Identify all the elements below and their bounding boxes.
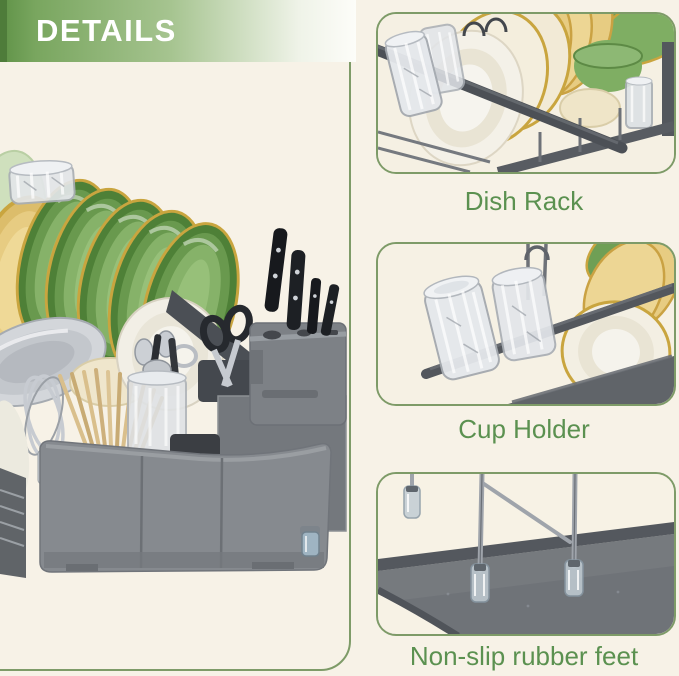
header-edge-stripe (0, 0, 7, 62)
drainboard (378, 522, 674, 634)
green-bowl (573, 40, 643, 92)
glass-cup (625, 76, 653, 129)
cup-holder-closeup-photo (378, 244, 674, 404)
wire-legs (477, 474, 578, 573)
detail-card-cup-holder (376, 242, 676, 406)
rubber-feet (403, 474, 584, 603)
rubber-feet-label: Non-slip rubber feet (409, 641, 639, 671)
rack-corner-post (662, 42, 674, 136)
inverted-glasses (423, 266, 557, 381)
knife-block (249, 322, 347, 426)
glasses (384, 23, 466, 118)
detail-card-dish-rack (376, 12, 676, 174)
utensil-caddy (39, 440, 332, 573)
page-title: DETAILS (36, 13, 177, 48)
dish-rack-product-photo (0, 149, 347, 578)
detail-card-rubber-feet (376, 472, 676, 636)
drainboard-edge (0, 400, 30, 578)
rubber-feet-closeup-photo (378, 474, 674, 634)
caddy-rubber-foot (300, 526, 320, 557)
rack-wires (378, 17, 674, 172)
kitchen-knives (264, 228, 340, 336)
drinking-glass (8, 159, 76, 205)
dish-rack-label: Dish Rack (464, 186, 584, 216)
dish-rack-closeup-photo (378, 14, 674, 172)
cutlery-cup (127, 330, 198, 453)
scissors (199, 304, 253, 388)
cup-holder-label: Cup Holder (458, 414, 590, 444)
details-header: DETAILS (0, 0, 356, 62)
